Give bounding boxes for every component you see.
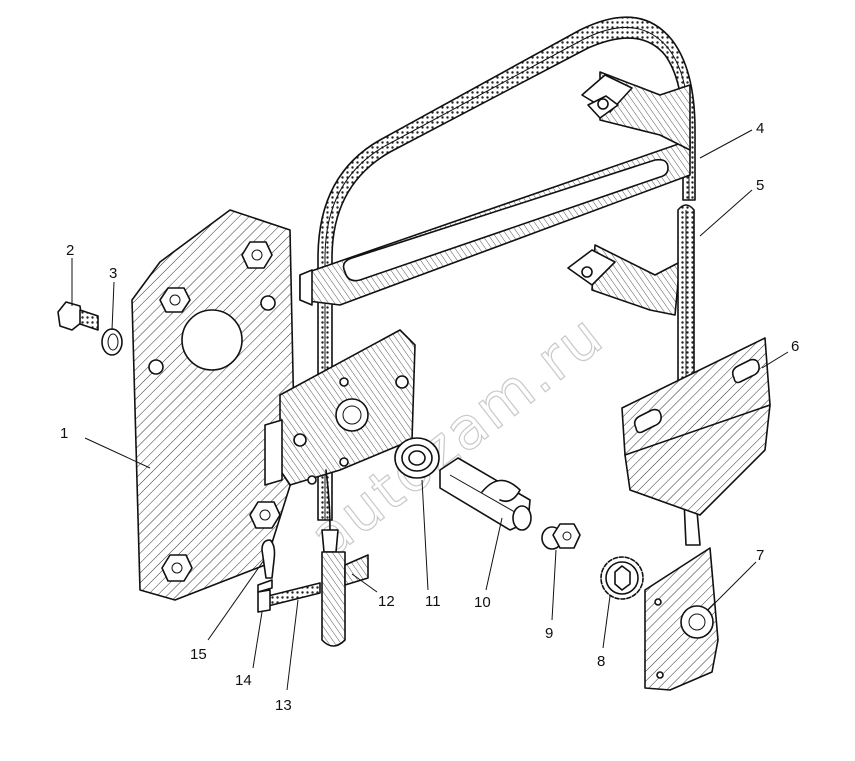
- callout-6: 6: [791, 338, 799, 355]
- upper-mounting-foot: [581, 71, 691, 151]
- middle-mounting-foot: [567, 244, 681, 316]
- callout-3: 3: [109, 265, 117, 282]
- pin: [261, 539, 276, 579]
- callout-10: 10: [474, 594, 491, 611]
- drive-housing: [264, 329, 416, 486]
- sprocket: [600, 556, 644, 600]
- glass-holder-plate: [621, 337, 771, 516]
- spring: [394, 437, 440, 479]
- callout-7: 7: [756, 547, 764, 564]
- callout-2: 2: [66, 242, 74, 259]
- callout-5: 5: [756, 177, 764, 194]
- upper-guide-rail: [317, 16, 696, 521]
- bolt: [57, 301, 99, 331]
- clip: [257, 579, 273, 593]
- cable-tensioner: [321, 469, 369, 647]
- callout-15: 15: [190, 646, 207, 663]
- lower-bracket: [644, 547, 719, 691]
- callout-14: 14: [235, 672, 252, 689]
- base-plate: [131, 209, 296, 601]
- callout-4: 4: [756, 120, 764, 137]
- cross-bracket: [299, 139, 691, 306]
- callout-8: 8: [597, 653, 605, 670]
- callout-11: 11: [425, 593, 441, 610]
- callout-13: 13: [275, 697, 292, 714]
- screw: [257, 582, 321, 613]
- callout-9: 9: [545, 625, 553, 642]
- callout-12: 12: [378, 593, 395, 610]
- callout-1: 1: [60, 425, 68, 442]
- callouts: 1 2 3 4 5 6 7 8 9 10 11 12 13 14 15: [60, 120, 799, 714]
- flanged-nut: [541, 523, 581, 550]
- washer: [101, 328, 123, 356]
- drive-shaft: [439, 457, 532, 531]
- leader-lines: [71, 129, 789, 691]
